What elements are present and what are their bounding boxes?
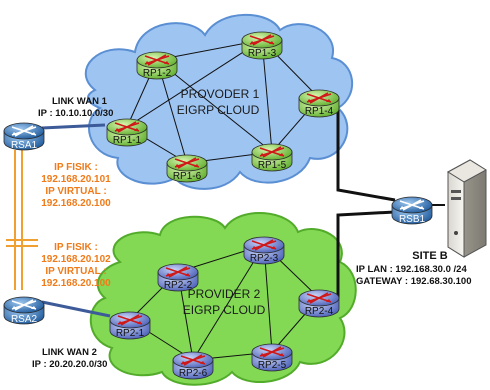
rsa1-virtual-ip: 192.168.20.100: [41, 198, 111, 209]
router-rp2-6-label: RP2-6: [179, 368, 208, 379]
router-rp1-6-icon: [166, 154, 208, 183]
router-rp1-1-label: RP1-1: [113, 135, 142, 146]
router-rp1-5-icon: [251, 143, 293, 172]
rsa2-fisik-label: IP FISIK :: [54, 242, 98, 253]
provider-2-title: PROVIDER 2: [188, 287, 261, 301]
router-rp1-5-label: RP1-5: [258, 160, 287, 171]
link-wan-1-ip: IP : 10.10.10.0/30: [38, 108, 113, 119]
link-wan-2-title: LINK WAN 2: [42, 347, 97, 358]
router-rp1-3-label: RP1-3: [248, 48, 277, 59]
router-rp2-4-icon: [298, 289, 340, 318]
site-b-ip-lan: IP LAN : 192.168.30.0 /24: [356, 264, 467, 275]
router-rsa2-icon: [3, 296, 45, 325]
router-rp2-3-icon: [243, 236, 285, 265]
server-icon: [447, 159, 487, 258]
rsa1-virtual-label: IP VIRTUAL :: [45, 186, 106, 197]
router-rsa2-label: RSA2: [11, 314, 38, 325]
router-rp2-1-label: RP2-1: [116, 328, 145, 339]
rsa2-virtual-label: IP VIRTUAL :: [45, 266, 106, 277]
router-rsa1-icon: [3, 122, 45, 151]
router-rp2-5-icon: [251, 343, 293, 372]
router-rsa1-label: RSA1: [11, 140, 38, 151]
link-wan-1-title: LINK WAN 1: [52, 96, 108, 107]
link-wan-2-ip: IP : 20.20.20.0/30: [32, 359, 107, 370]
rsa1-fisik-ip: 192.168.20.101: [41, 174, 111, 185]
router-rp1-6-label: RP1-6: [173, 171, 202, 182]
router-rp1-2-label: RP1-2: [143, 68, 172, 79]
wan-links: [6, 110, 445, 318]
router-rp2-6-icon: [172, 351, 214, 380]
router-rp2-1-icon: [109, 311, 151, 340]
router-rp1-2-icon: [136, 51, 178, 80]
router-rp2-4-label: RP2-4: [305, 306, 334, 317]
router-rp2-2-label: RP2-2: [164, 280, 193, 291]
site-b-title: SITE B: [412, 250, 448, 262]
router-rp2-3-label: RP2-3: [250, 253, 279, 264]
router-rp1-4-label: RP1-4: [305, 106, 334, 117]
router-rp2-2-icon: [157, 263, 199, 292]
provider-1-title: PROVODER 1: [181, 87, 260, 101]
rsa2-virtual-ip: 192.168.20.100: [41, 278, 111, 289]
provider-2-cloud: [89, 211, 357, 386]
rsa1-fisik-label: IP FISIK :: [54, 162, 98, 173]
router-rp2-5-label: RP2-5: [258, 360, 287, 371]
site-b-gateway: GATEWAY : 192.68.30.100: [356, 276, 471, 287]
router-rp1-1-icon: [106, 118, 148, 147]
provider-2-subtitle: EIGRP CLOUD: [183, 303, 266, 317]
rsa2-fisik-ip: 192.168.20.102: [41, 254, 111, 265]
router-rp1-4-icon: [298, 89, 340, 118]
router-rp1-3-icon: [241, 31, 283, 60]
router-rsb1-icon: [391, 196, 433, 225]
router-rsb1-label: RSB1: [399, 214, 426, 225]
rsa1-ip-info: IP FISIK : 192.168.20.101 IP VIRTUAL : 1…: [41, 162, 111, 209]
rsa2-ip-info: IP FISIK : 192.168.20.102 IP VIRTUAL : 1…: [41, 242, 111, 289]
provider-1-subtitle: EIGRP CLOUD: [177, 103, 260, 117]
cloud-2-shape: [89, 211, 357, 386]
